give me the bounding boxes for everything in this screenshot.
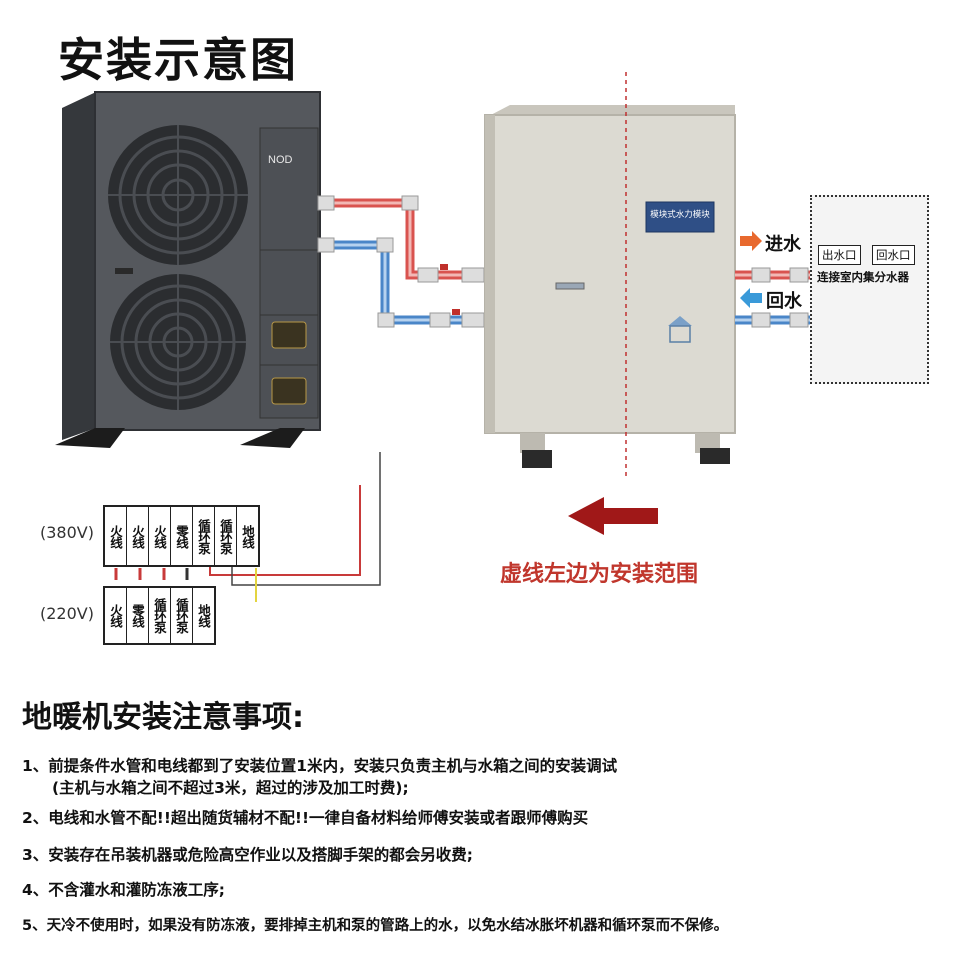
water-tank-module <box>484 105 736 468</box>
returnflow-label: 回水 <box>766 291 802 312</box>
terminal-220-1: 火线 <box>105 588 127 643</box>
brand-logo: NOD <box>268 154 293 166</box>
note-4: 4、不含灌水和灌防冻液工序; <box>22 881 225 899</box>
tank-nameplate: 模块式水力模块 <box>650 210 710 220</box>
note-2: 2、电线和水管不配!!超出随货辅材不配!!一律自备材料给师傅安装或者跟师傅购买 <box>22 809 589 827</box>
returnflow-arrow <box>740 288 762 308</box>
terminal-220-3: 循环泵 <box>149 588 171 643</box>
scope-caption: 虚线左边为安装范围 <box>500 562 699 587</box>
inflow-label: 进水 <box>765 234 801 255</box>
terminal-380-1: 火线 <box>105 507 127 565</box>
terminal-380-6: 循环泵 <box>215 507 237 565</box>
wiring <box>114 452 381 602</box>
terminal-380-2: 火线 <box>127 507 149 565</box>
note-1: 1、前提条件水管和电线都到了安装位置1米内，安装只负责主机与水箱之间的安装调试 <box>22 757 618 775</box>
note-5: 5、天冷不使用时，如果没有防冻液，要排掉主机和泵的管路上的水，以免水结冰胀坏机器… <box>22 918 729 934</box>
scope-arrow <box>568 497 658 535</box>
terminal-380-7: 地线 <box>240 524 255 548</box>
terminal-380-3: 火线 <box>149 507 171 565</box>
pipe-hot <box>317 195 485 283</box>
terminal-220-5: 地线 <box>196 604 211 627</box>
notes-title: 地暖机安装注意事项: <box>22 700 304 735</box>
page-title: 安装示意图 <box>58 33 298 87</box>
terminal-220-2: 零线 <box>127 588 149 643</box>
pipe-to-indoor <box>735 267 812 328</box>
inflow-arrow <box>740 231 762 251</box>
voltage-220-label: (220V) <box>40 604 94 623</box>
terminal-380-4: 零线 <box>171 507 193 565</box>
indoor-manifold-panel: 出水口 回水口 连接室内集分水器 <box>810 195 929 384</box>
installation-diagram: NOD <box>55 72 812 602</box>
manifold-caption: 连接室内集分水器 <box>817 270 909 284</box>
outlet-port-label: 出水口 <box>818 245 861 265</box>
note-1-sub: (主机与水箱之间不超过3米，超过的涉及加工时费); <box>52 779 409 797</box>
voltage-380-label: (380V) <box>40 523 94 542</box>
pipe-cold <box>317 237 485 328</box>
fan-bottom <box>110 274 246 410</box>
outdoor-heat-pump-unit: NOD <box>55 91 321 448</box>
terminal-block-220v: 火线 零线 循环泵 循环泵 地线 <box>103 586 216 645</box>
terminal-220-4: 循环泵 <box>171 588 193 643</box>
fan-top <box>108 125 248 265</box>
terminal-block-380v: 火线 火线 火线 零线 循环泵 循环泵 地线 <box>103 505 260 567</box>
return-port-label: 回水口 <box>872 245 915 265</box>
terminal-380-5: 循环泵 <box>193 507 215 565</box>
note-3: 3、安装存在吊装机器或危险高空作业以及搭脚手架的都会另收费; <box>22 846 473 864</box>
